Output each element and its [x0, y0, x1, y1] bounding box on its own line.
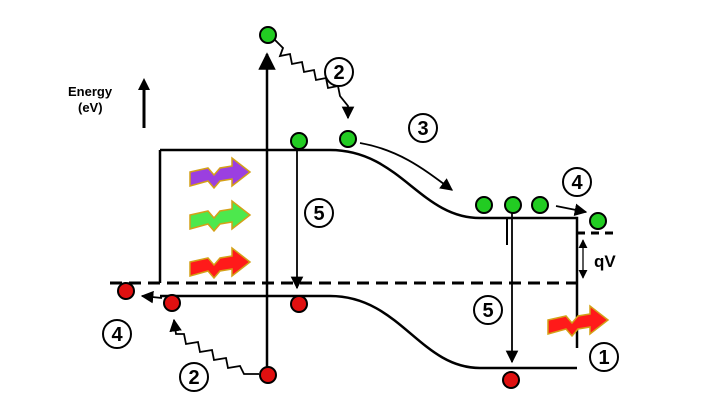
svg-text:4: 4: [571, 172, 583, 194]
electron-band-edge-2: [339, 130, 357, 148]
electron-extracted: [589, 212, 607, 230]
step-5-left: 5: [304, 198, 334, 228]
svg-text:1: 1: [598, 347, 609, 369]
extraction-hole-arrow: [140, 290, 163, 304]
photon-red-right: [547, 304, 610, 338]
hole-valence-right: [502, 371, 520, 389]
conduction-band: [160, 148, 579, 348]
transport-arrow: [359, 142, 454, 191]
electron-band-edge-1: [290, 132, 308, 150]
step-1: 1: [589, 342, 619, 372]
energy-axis: Energy (eV): [68, 78, 150, 128]
hole-extracted: [117, 282, 135, 300]
step-2-bottom: 2: [179, 362, 209, 392]
svg-text:3: 3: [417, 118, 428, 140]
qv-label: qV: [594, 252, 616, 271]
photon-violet: [189, 156, 252, 190]
valence-band: [160, 294, 577, 370]
energy-axis-unit: (eV): [78, 100, 103, 115]
energy-axis-arrowhead: [138, 78, 150, 90]
hole-hot: [259, 366, 277, 384]
electrons: [259, 26, 607, 230]
electron-collected-3: [531, 196, 549, 214]
hole-band-edge-2: [290, 295, 308, 313]
photon-red-left: [189, 246, 252, 280]
extraction-electron-arrow: [555, 203, 588, 216]
qv-marker: qV: [578, 239, 616, 279]
step-2-top: 2: [324, 57, 354, 87]
step-5-right: 5: [473, 295, 503, 325]
thermalization-hole-path: [169, 318, 259, 375]
svg-text:5: 5: [313, 203, 324, 225]
electron-collected-1: [475, 196, 493, 214]
svg-text:2: 2: [188, 367, 199, 389]
step-4-left: 4: [102, 319, 132, 349]
electron-collected-2: [504, 196, 522, 214]
step-3: 3: [408, 113, 438, 143]
svg-text:5: 5: [482, 300, 493, 322]
holes: [117, 282, 520, 389]
step-labels: 2 3 4 5 5 4 2 1: [102, 57, 619, 392]
photon-green: [189, 199, 252, 233]
svg-text:2: 2: [333, 62, 344, 84]
step-4-right: 4: [562, 167, 592, 197]
energy-axis-label: Energy: [68, 84, 113, 99]
hole-band-edge-1: [163, 294, 181, 312]
thermalization-electron-path: [274, 39, 355, 120]
electron-hot: [259, 26, 277, 44]
svg-text:4: 4: [111, 324, 123, 346]
